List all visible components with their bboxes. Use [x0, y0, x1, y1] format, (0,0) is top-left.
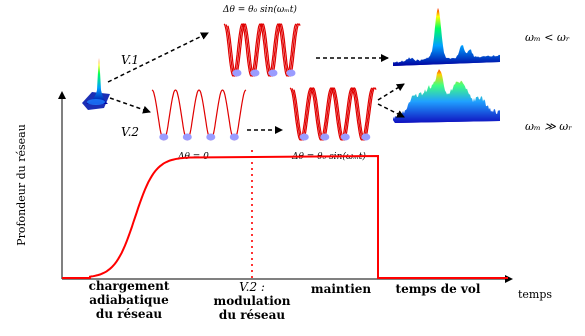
y-axis-label: Profondeur du réseau: [15, 124, 28, 246]
phase-modulation-2: du réseau: [219, 308, 285, 322]
lattice-modulated-top: [224, 24, 300, 77]
spectrum-broad-icon: [393, 69, 500, 123]
atom-static: [183, 134, 192, 141]
phase-maintien: maintien: [311, 282, 371, 296]
path-label-v1: V.1: [121, 53, 139, 67]
condition-top: ωₘ < ωᵣ: [525, 31, 570, 44]
atom-right: [361, 134, 370, 141]
atom-top: [233, 70, 242, 77]
equation-mod-top: Δθ = θ₀ sin(ωₘt): [222, 4, 297, 15]
path-label-v2: V.2: [121, 125, 139, 139]
phase-modulation-1: modulation: [214, 294, 291, 308]
atom-top: [269, 70, 278, 77]
atom-right: [300, 134, 309, 141]
spectrum-narrow-icon: [393, 8, 500, 66]
phase-chargement-3: du réseau: [96, 307, 162, 321]
lattice-modulated-right: [290, 88, 376, 141]
arrow-right-to-broad: [378, 104, 404, 117]
phase-v2: V.2 :: [239, 280, 265, 294]
condition-bottom: ωₘ ≫ ωᵣ: [525, 120, 572, 133]
lattice-static: [152, 90, 246, 141]
atom-static: [206, 134, 215, 141]
arrow-start-to-static: [110, 98, 150, 112]
atom-static: [159, 134, 168, 141]
phase-vol: temps de vol: [396, 282, 481, 296]
x-axis-label: temps: [518, 288, 552, 301]
atom-right: [320, 134, 329, 141]
atom-top: [287, 70, 296, 77]
phase-chargement-2: adiabatique: [89, 293, 169, 307]
start-cloud-icon: [82, 58, 110, 110]
atom-top: [251, 70, 260, 77]
atom-static: [230, 134, 239, 141]
phase-chargement-1: chargement: [89, 279, 170, 293]
depth-curve: [62, 156, 508, 278]
arrow-right-to-narrow: [378, 84, 404, 100]
atom-right: [341, 134, 350, 141]
